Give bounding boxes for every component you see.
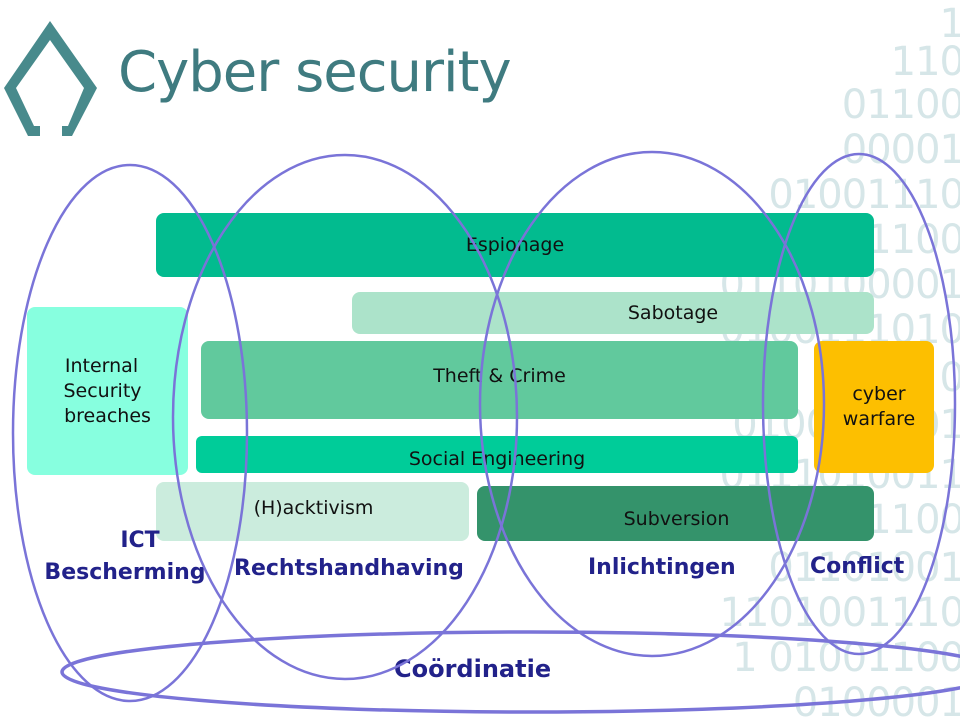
threat-subversion: Subversion [477,486,874,541]
domain-label-conflict: Conflict [810,552,904,582]
threat-label-line: Internal [65,354,138,379]
binary-line: 00001 [842,130,960,170]
threat-label: Sabotage [628,302,718,324]
domain-label-ict-bescherming: ICT Bescherming [40,525,230,589]
domain-label-inlichtingen: Inlichtingen [588,553,736,583]
threat-cyber-warfare: cyber warfare [814,341,934,473]
binary-line: 1 01001100 [732,638,960,678]
threat-label: (H)acktivism [254,497,374,519]
threat-social-engineering: Social Engineering [196,436,798,473]
threat-sabotage: Sabotage [352,292,874,334]
domain-label-rechtshandhaving: Rechtshandhaving [234,554,464,584]
domain-label-line: ICT [50,525,230,557]
threat-label-line: breaches [64,404,151,429]
binary-line: 01100 [842,85,960,125]
binary-line: 01001110 [768,175,960,215]
slide-title: Cyber security [118,40,511,105]
threat-label-line: cyber [852,382,905,407]
threat-label: Subversion [624,508,730,530]
threat-internal-security-breaches: Internal Security breaches [27,307,188,475]
threat-label-line: Security [63,379,141,404]
threat-label: Social Engineering [409,448,585,470]
threat-espionage: Espionage [156,213,874,277]
domain-label-coordinatie: Coördinatie [394,654,551,684]
binary-line: 1 [940,4,960,44]
binary-line: 110 [891,42,960,82]
domain-label-line: Bescherming [20,557,230,589]
binary-line: 0100001 [793,683,960,723]
house-outline-logo-icon [2,18,102,136]
threat-theft-crime: Theft & Crime [201,341,798,419]
threat-label: Espionage [466,234,564,256]
binary-line: 1101001110 [720,593,960,633]
threat-label: Theft & Crime [433,365,566,387]
threat-label-line: warfare [843,407,915,432]
